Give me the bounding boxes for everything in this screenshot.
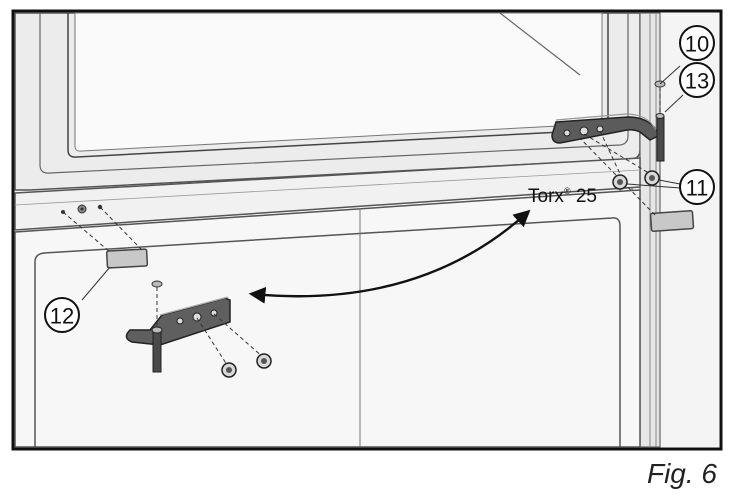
screws-11 [612, 170, 681, 190]
upper-hinge [551, 65, 684, 179]
transfer-arrow [248, 209, 531, 304]
callout-10-label: 10 [685, 32, 709, 57]
torx-size: 25 [576, 186, 597, 207]
lower-door [14, 189, 641, 448]
callout-12-label: 12 [50, 304, 74, 329]
callout-12: 12 [44, 297, 80, 333]
torx-name: Torx [528, 186, 564, 207]
callout-10: 10 [679, 25, 715, 61]
cover-cap-right [573, 131, 695, 233]
callout-13-label: 13 [685, 69, 709, 94]
figure-caption: Fig. 6 [646, 458, 717, 489]
callout-11: 11 [679, 169, 715, 205]
lower-hinge [125, 280, 272, 378]
torx-label: Torx® 25 [528, 186, 597, 207]
upper-door [14, 12, 641, 191]
torx-registered-mark: ® [564, 186, 571, 196]
cover-cap-left [62, 206, 149, 269]
callout-11-label: 11 [686, 176, 709, 201]
middle-band [14, 157, 641, 231]
callout-13: 13 [679, 62, 715, 98]
